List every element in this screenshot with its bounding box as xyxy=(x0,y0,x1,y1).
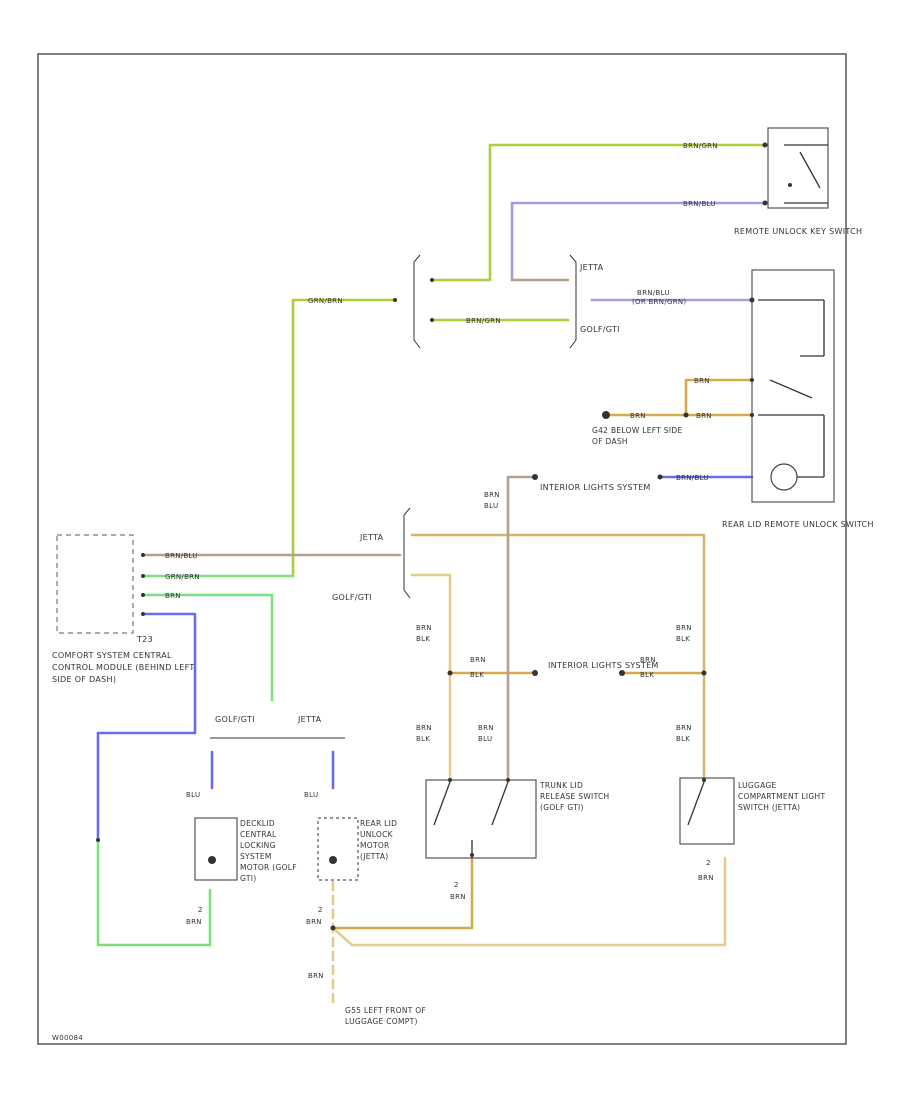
brace-top-left xyxy=(413,254,421,349)
label-variant-jetta-mid: JETTA xyxy=(359,533,384,542)
wlabel-brn-blk-a1: BRN xyxy=(416,624,432,632)
rear-lid-remote-unlock-switch xyxy=(751,269,835,503)
rear-lid-motor-label-wrap: REAR LID UNLOCK MOTOR (JETTA) xyxy=(360,819,398,861)
label-variant-golf-low: GOLF/GTI xyxy=(215,715,255,724)
wlabel-brn-blk-b1: BRN xyxy=(470,656,486,664)
wlabel-brn-grn-mid: BRN/GRN xyxy=(466,317,501,325)
label-connector-t23: T23 xyxy=(136,635,153,644)
wlabel-brn-blk-f2: BLK xyxy=(416,735,430,743)
wlabel-brn-blk-d2: BLK xyxy=(676,635,690,643)
ground-g42-label-wrap: G42 BELOW LEFT SIDE OF DASH xyxy=(592,426,683,446)
label-luggage-light-switch: LUGGAGE COMPARTMENT LIGHT SWITCH (JETTA) xyxy=(738,781,826,812)
diagram-frame xyxy=(37,53,847,1045)
wire-gnd-luggage xyxy=(331,856,727,947)
label-trunk-lid-release-switch: TRUNK LID RELEASE SWITCH (GOLF GTI) xyxy=(540,781,610,812)
wlabel-brn-3: BRN xyxy=(696,412,712,420)
wire-golf-brnblk xyxy=(410,573,452,782)
pin-2a: 2 xyxy=(198,906,203,914)
label-interior-lights-1: INTERIOR LIGHTS SYSTEM xyxy=(540,483,651,492)
wire-t23-blu xyxy=(96,612,197,842)
label-variant-golf-mid: GOLF/GTI xyxy=(332,593,372,602)
wlabel-brn-blk-g2: BLK xyxy=(676,735,690,743)
wlabel-blu-2: BLU xyxy=(304,791,318,799)
label-rear-lid-unlock-motor: REAR LID UNLOCK MOTOR (JETTA) xyxy=(360,819,398,861)
wire-grn-key xyxy=(430,143,767,282)
wlabel-brn-blk-b2: BLK xyxy=(470,671,484,679)
label-interior-lights-2: INTERIOR LIGHTS SYSTEM xyxy=(548,661,659,670)
wlabel-brn-blk-c2: BLK xyxy=(640,671,654,679)
wlabel-t23-1: BRN/BLU xyxy=(165,552,198,560)
wlabel-brn-blu-lamp: BRN/BLU xyxy=(676,474,709,482)
brace-top-right xyxy=(569,254,577,349)
wlabel-t23-3: BRN xyxy=(165,592,181,600)
wlabel-brn-blk-d1: BRN xyxy=(676,624,692,632)
wire-gnd-trunk xyxy=(331,856,474,930)
pin-2b: 2 xyxy=(318,906,323,914)
remote-unlock-key-switch xyxy=(767,127,829,209)
wire-t23-brn xyxy=(141,593,274,702)
brace-mid xyxy=(403,507,411,599)
trunk-switch-label-wrap: TRUNK LID RELEASE SWITCH (GOLF GTI) xyxy=(540,781,610,812)
decklid-motor-label-wrap: DECKLID CENTRAL LOCKING SYSTEM MOTOR (GO… xyxy=(240,819,297,883)
rear-lid-unlock-motor xyxy=(317,817,359,881)
connection-dots xyxy=(96,142,768,931)
wlabel-brn-blu-v2: BLU xyxy=(484,502,498,510)
label-rear-lid-remote-unlock-switch: REAR LID REMOTE UNLOCK SWITCH xyxy=(722,520,874,529)
wire-grn-brn-left xyxy=(291,298,397,578)
wlabel-brn-blu-key: BRN/BLU xyxy=(683,200,716,208)
comfort-system-module xyxy=(56,534,134,634)
wlabel-grn-brn-left: GRN/BRN xyxy=(308,297,343,305)
label-ground-g55: G55 LEFT FRONT OF LUGGAGE COMPT) xyxy=(345,1006,427,1026)
comfort-module-label-wrap: COMFORT SYSTEM CENTRAL CONTROL MODULE (B… xyxy=(52,651,195,684)
label-ground-g42: G42 BELOW LEFT SIDE OF DASH xyxy=(592,426,683,446)
wlabel-brn-1: BRN xyxy=(694,377,710,385)
wlabel-brn-grn-key: BRN/GRN xyxy=(683,142,718,150)
wlabel-brn-blk-a2: BLK xyxy=(416,635,430,643)
wlabel-blu-1: BLU xyxy=(186,791,200,799)
wlabel-brn-blu-e1: BRN xyxy=(478,724,494,732)
wlabel-brn-blu-v1: BRN xyxy=(484,491,500,499)
wlabel-or-brn-sw: (OR BRN/GRN) xyxy=(632,298,686,306)
wlabel-brn-blk-f1: BRN xyxy=(416,724,432,732)
luggage-light-switch xyxy=(679,777,735,845)
wlabel-brn-blu-e2: BLU xyxy=(478,735,492,743)
pin-2d: 2 xyxy=(706,859,711,867)
wlabel-brn-t: BRN xyxy=(450,893,466,901)
wlabel-brn-2: BRN xyxy=(630,412,646,420)
wlabel-t23-2: GRN/BRN xyxy=(165,573,200,581)
wire-ground-loop xyxy=(96,838,212,947)
wlabel-brn-blk-c1: BRN xyxy=(640,656,656,664)
pin-2c: 2 xyxy=(454,881,459,889)
wlabel-brn-m2: BRN xyxy=(306,918,322,926)
label-variant-jetta-low: JETTA xyxy=(297,715,322,724)
wire-brnblu-vertical xyxy=(506,475,537,782)
wlabel-brn-blk-g1: BRN xyxy=(676,724,692,732)
wire-brn-sw-b xyxy=(684,378,754,417)
wlabel-brn-m1: BRN xyxy=(186,918,202,926)
figure-id: W00084 xyxy=(52,1034,83,1042)
wlabel-brn-l: BRN xyxy=(698,874,714,882)
decklid-motor xyxy=(194,817,238,881)
label-decklid-motor: DECKLID CENTRAL LOCKING SYSTEM MOTOR (GO… xyxy=(240,819,297,883)
wlabel-brn-g: BRN xyxy=(308,972,324,980)
label-variant-golf-top: GOLF/GTI xyxy=(580,325,620,334)
trunk-lid-release-switch xyxy=(425,779,537,859)
wire-blu-key xyxy=(510,201,767,282)
ground-g55-label-wrap: G55 LEFT FRONT OF LUGGAGE COMPT) xyxy=(345,1006,427,1026)
wlabel-brn-blu-sw: BRN/BLU xyxy=(637,289,670,297)
label-comfort-system-module: COMFORT SYSTEM CENTRAL CONTROL MODULE (B… xyxy=(52,651,195,684)
luggage-switch-label-wrap: LUGGAGE COMPARTMENT LIGHT SWITCH (JETTA) xyxy=(738,781,826,812)
label-variant-jetta-top: JETTA xyxy=(579,263,604,272)
wire-jetta-brnblk xyxy=(410,533,706,782)
label-remote-unlock-key-switch: REMOTE UNLOCK KEY SWITCH xyxy=(734,227,862,236)
